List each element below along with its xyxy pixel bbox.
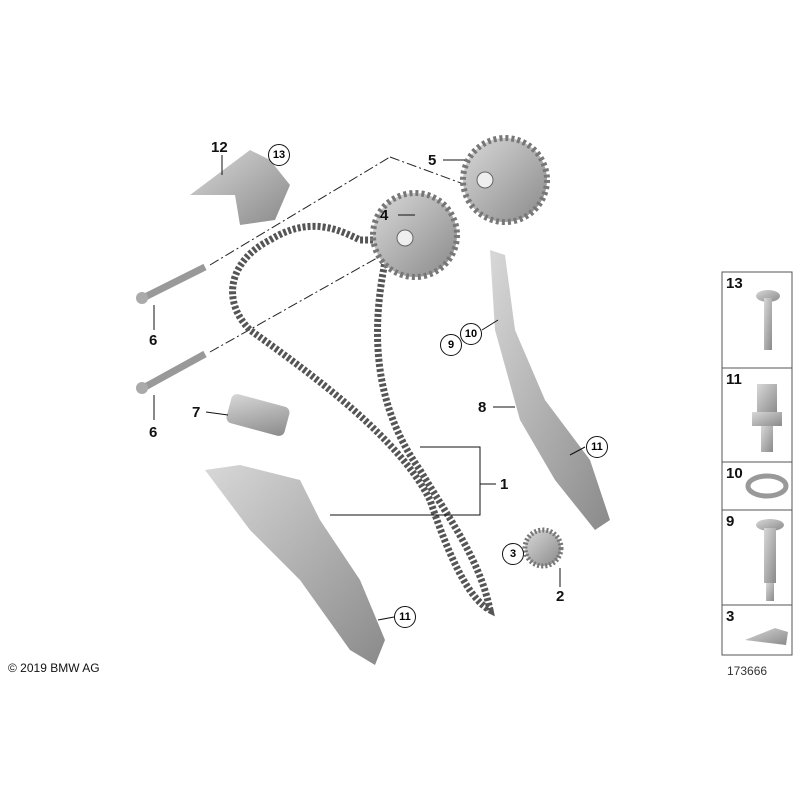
parts-panel [721, 271, 793, 656]
callout-3: 3 [502, 543, 524, 565]
callout-4: 4 [380, 207, 389, 224]
camshaft-adjuster-exhaust [460, 135, 550, 225]
callout-1: 1 [500, 476, 509, 493]
callout-11-tensioner: 11 [394, 606, 416, 628]
timing-chain [229, 222, 495, 617]
panel-label-10: 10 [726, 465, 743, 482]
tensioning-rail [205, 465, 385, 665]
callout-6-lower: 6 [149, 424, 158, 441]
bolt-6-upper [136, 263, 207, 304]
callout-5: 5 [428, 152, 437, 169]
bolt-6-lower [136, 350, 207, 394]
oil-spray-nozzle [190, 150, 290, 225]
callout-9: 9 [440, 334, 462, 356]
callout-7: 7 [192, 404, 201, 421]
callout-13: 13 [268, 144, 290, 166]
copyright: © 2019 BMW AG [8, 661, 100, 675]
camshaft-adjuster-intake [370, 190, 460, 280]
callout-12: 12 [211, 139, 228, 156]
guide-rail [490, 250, 610, 530]
chain-tensioner [226, 394, 290, 436]
diagram-number: 173666 [727, 664, 768, 678]
callout-6-upper: 6 [149, 332, 158, 349]
callout-11-guide: 11 [586, 436, 608, 458]
callout-10: 10 [460, 323, 482, 345]
panel-label-9: 9 [726, 513, 735, 530]
callout-8: 8 [478, 399, 487, 416]
crankshaft-sprocket [522, 527, 564, 569]
panel-label-11: 11 [726, 371, 742, 388]
panel-label-13: 13 [726, 275, 743, 292]
panel-label-3: 3 [726, 608, 735, 625]
callout-2: 2 [556, 588, 565, 605]
